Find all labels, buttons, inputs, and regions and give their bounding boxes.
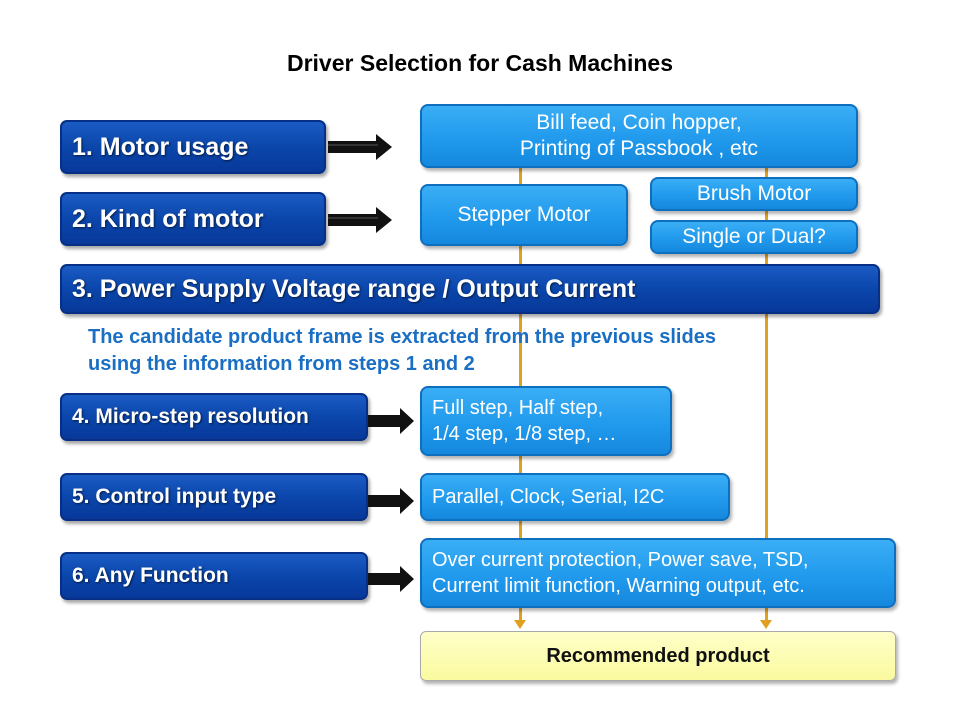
option-line: 1/4 step, 1/8 step, … [432, 423, 617, 445]
option-line: Printing of Passbook , etc [519, 137, 759, 160]
step-label: 4. Micro-step resolution [72, 405, 309, 428]
arrow-right-icon [328, 207, 392, 233]
option-line: Brush Motor [696, 182, 812, 205]
option-micro-step: Full step, Half step, 1/4 step, 1/8 step… [420, 386, 672, 456]
recommended-product-label: Recommended product [546, 644, 770, 667]
option-functions: Over current protection, Power save, TSD… [420, 538, 896, 608]
step-any-function: 6. Any Function [60, 552, 368, 600]
option-line: Stepper Motor [457, 203, 591, 226]
option-line: Full step, Half step, [432, 397, 604, 419]
step-label: 2. Kind of motor [72, 204, 264, 233]
step-label: 5. Control input type [72, 485, 277, 508]
step-control-input: 5. Control input type [60, 473, 368, 521]
note-line: using the information from steps 1 and 2 [88, 353, 475, 375]
step-label: 3. Power Supply Voltage range / Output C… [72, 274, 636, 303]
arrow-right-icon [368, 408, 414, 434]
note-line: The candidate product frame is extracted… [88, 326, 716, 348]
arrow-right-icon [368, 488, 414, 514]
option-line: Current limit function, Warning output, … [432, 575, 805, 597]
step-kind-of-motor: 2. Kind of motor [60, 192, 326, 246]
recommended-product-box: Recommended product [420, 631, 896, 681]
option-control-input: Parallel, Clock, Serial, I2C [420, 473, 730, 521]
option-single-or-dual: Single or Dual? [650, 220, 858, 254]
note-text: The candidate product frame is extracted… [88, 324, 716, 378]
step-label: 1. Motor usage [72, 132, 249, 161]
slide-title: Driver Selection for Cash Machines [286, 50, 673, 76]
option-line: Bill feed, Coin hopper, [536, 111, 742, 134]
step-micro-step: 4. Micro-step resolution [60, 393, 368, 441]
arrow-right-icon [368, 566, 414, 592]
option-motor-usage: Bill feed, Coin hopper, Printing of Pass… [420, 104, 858, 168]
option-line: Parallel, Clock, Serial, I2C [432, 486, 665, 508]
connector-arrowhead-brush [760, 620, 772, 629]
option-stepper-motor: Stepper Motor [420, 184, 628, 246]
arrow-right-icon [328, 134, 392, 160]
option-line: Single or Dual? [682, 225, 826, 248]
step-label: 6. Any Function [72, 564, 229, 587]
step-motor-usage: 1. Motor usage [60, 120, 326, 174]
connector-arrowhead-stepper [514, 620, 526, 629]
option-line: Over current protection, Power save, TSD… [432, 549, 809, 571]
option-brush-motor: Brush Motor [650, 177, 858, 211]
connector-line-brush [765, 168, 768, 623]
step-power-supply: 3. Power Supply Voltage range / Output C… [60, 264, 880, 314]
